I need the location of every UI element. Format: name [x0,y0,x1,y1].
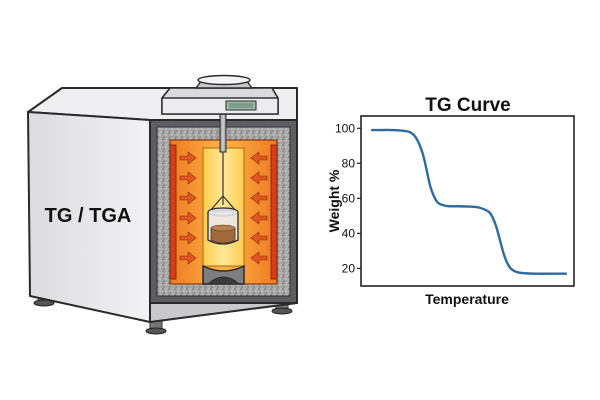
heating-element-right [270,144,278,280]
y-tick-label: 60 [342,191,356,205]
plot-area [360,115,575,287]
x-axis-label: Temperature [425,291,509,307]
heat-arrow-icon [179,211,197,225]
crucible-icon [207,207,239,245]
heat-arrow-icon [179,231,197,245]
heat-arrow-icon [179,191,197,205]
suspension-rod [219,109,227,153]
balance-icon [161,74,279,115]
y-ticks: 100 80 60 40 20 [335,121,361,275]
y-tick-label: 20 [342,261,356,275]
heat-arrow-icon [250,171,268,185]
heat-arrow-icon [250,231,268,245]
gas-port-opening [206,276,241,285]
y-tick-label: 80 [342,156,356,170]
heating-element-left [169,144,177,280]
heat-arrow-icon [250,251,268,265]
instrument-label: TG / TGA [45,205,132,227]
heat-arrow-icon [179,151,197,165]
heat-arrow-icon [179,171,197,185]
heat-arrow-icon [179,251,197,265]
heat-arrow-icon [250,151,268,165]
heat-arrow-icon [250,211,268,225]
heat-arrows-right [250,151,268,265]
y-tick-label: 40 [342,226,356,240]
heat-arrow-icon [250,191,268,205]
heat-arrows-left [179,151,197,265]
instrument: TG / TGA [27,74,298,335]
balance-pan [197,74,251,86]
tg-curve-chart: TG Curve Weight % Temperature 100 80 60 40 2… [326,95,575,307]
tg-curve-line [370,128,568,275]
y-tick-label: 100 [335,121,355,135]
y-axis-label: Weight % [326,169,342,232]
chart-title: TG Curve [425,95,511,116]
